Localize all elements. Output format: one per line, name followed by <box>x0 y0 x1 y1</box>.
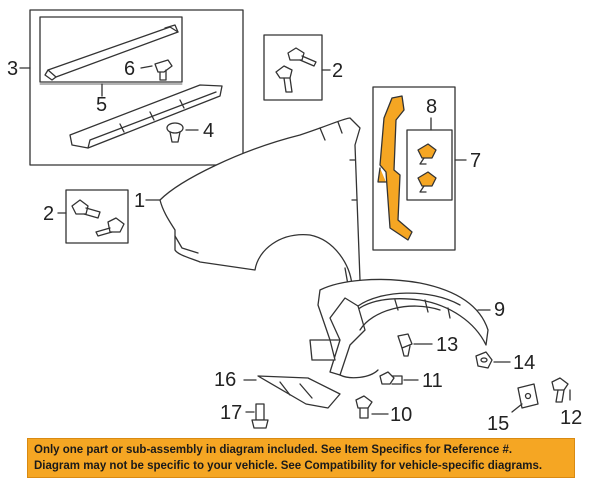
disclaimer-line-2: Diagram may not be specific to your vehi… <box>34 460 543 472</box>
bolt-icon <box>551 377 569 403</box>
nut-icon <box>475 351 493 369</box>
group-box-molding <box>29 9 244 166</box>
rocker-molding <box>69 84 223 149</box>
bolt-icon <box>71 199 125 237</box>
callout-16: 16 <box>214 369 237 391</box>
fender-panel <box>159 117 361 286</box>
molding-strip <box>44 24 179 81</box>
group-box-molding-inner <box>39 16 183 83</box>
bolt-icon <box>379 371 403 385</box>
clip-icon <box>397 333 413 357</box>
callout-17: 17 <box>220 402 243 424</box>
clip-icon <box>417 143 437 193</box>
bolt-icon <box>251 403 269 429</box>
bolt-box-left <box>65 189 129 244</box>
callout-15: 15 <box>487 413 510 435</box>
callout-3: 3 <box>7 58 19 80</box>
disclaimer-line-1: Only one part or sub-assembly in diagram… <box>34 444 513 456</box>
bracket-icon <box>517 383 539 409</box>
callout-14: 14 <box>513 352 536 374</box>
disclaimer-banner: Only one part or sub-assembly in diagram… <box>27 438 575 478</box>
callout-6: 6 <box>124 58 136 80</box>
splash-shield <box>257 375 341 409</box>
callout-4: 4 <box>203 120 215 142</box>
callout-2-top: 2 <box>332 60 344 82</box>
callout-13: 13 <box>436 334 459 356</box>
callout-11: 11 <box>422 370 443 392</box>
bolt-icon <box>275 47 317 93</box>
callout-9: 9 <box>494 299 506 321</box>
clip-icon <box>154 59 173 81</box>
wheel-liner <box>309 278 489 379</box>
highlight-box-seal <box>372 86 456 251</box>
callout-7: 7 <box>470 150 482 172</box>
callout-8: 8 <box>426 96 438 118</box>
callout-12: 12 <box>560 407 583 429</box>
fender-seal-highlighted <box>377 95 413 241</box>
bolt-box-top <box>263 34 323 101</box>
callout-5: 5 <box>96 94 108 116</box>
callout-2-left: 2 <box>43 203 55 225</box>
push-clip-icon <box>166 122 184 143</box>
bolt-icon <box>355 395 373 419</box>
callout-10: 10 <box>390 404 413 426</box>
callout-1: 1 <box>134 190 146 212</box>
clip-group-box <box>406 129 453 201</box>
